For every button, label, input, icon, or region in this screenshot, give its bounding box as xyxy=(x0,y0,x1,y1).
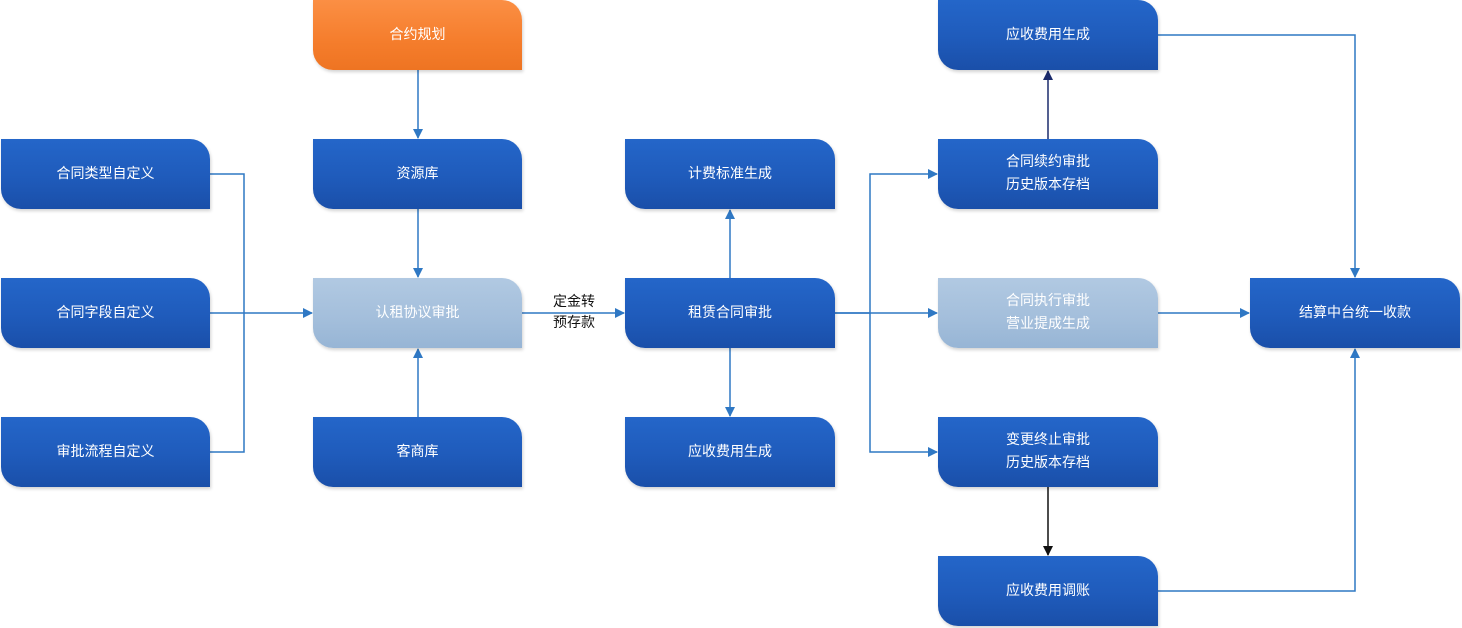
node-resource-library-label: 资源库 xyxy=(396,165,439,182)
edge-contract-type-to-subscription xyxy=(210,173,245,313)
node-receivable-top-label: 应收费用生成 xyxy=(1006,26,1090,43)
node-contract-planning-label: 合约规划 xyxy=(389,26,446,43)
edge-adjust-to-settlement xyxy=(1158,348,1360,592)
node-contract-planning: 合约规划 xyxy=(313,0,522,70)
node-receivable-mid-label: 应收费用生成 xyxy=(688,443,772,460)
edge-lease-to-renewal xyxy=(835,169,938,314)
edge-receivable-top-to-settlement xyxy=(1158,34,1360,278)
edge-label-deposit-transfer: 定金转 预存款 xyxy=(553,294,595,331)
node-contract-type-label: 合同类型自定义 xyxy=(56,165,155,182)
node-lease-approval-label: 租赁合同审批 xyxy=(688,304,772,321)
node-subscription-approval-label: 认租协议审批 xyxy=(375,304,460,321)
node-receivable-top: 应收费用生成 xyxy=(938,0,1158,70)
node-contract-field-label: 合同字段自定义 xyxy=(56,304,155,321)
node-settlement: 结算中台统一收款 xyxy=(1250,278,1460,348)
node-execution-approval: 合同执行审批 营业提成生成 xyxy=(938,278,1158,348)
node-subscription-approval: 认租协议审批 xyxy=(313,278,522,348)
node-change-termination-label: 变更终止审批 历史版本存档 xyxy=(1006,432,1090,471)
node-receivable-adjust-label: 应收费用调账 xyxy=(1006,582,1090,599)
node-receivable-mid: 应收费用生成 xyxy=(625,417,835,487)
node-renewal-approval-label: 合同续约审批 历史版本存档 xyxy=(1006,154,1090,193)
node-approval-flow: 审批流程自定义 xyxy=(1,417,210,487)
node-settlement-label: 结算中台统一收款 xyxy=(1299,304,1411,321)
node-change-termination: 变更终止审批 历史版本存档 xyxy=(938,417,1158,487)
node-resource-library: 资源库 xyxy=(313,139,522,209)
node-contract-field: 合同字段自定义 xyxy=(1,278,210,348)
node-renewal-approval: 合同续约审批 历史版本存档 xyxy=(938,139,1158,209)
node-execution-approval-label: 合同执行审批 营业提成生成 xyxy=(1006,293,1090,332)
node-lease-approval: 租赁合同审批 xyxy=(625,278,835,348)
node-customer-library-label: 客商库 xyxy=(396,443,439,460)
edge-approval-flow-to-subscription xyxy=(210,313,245,453)
node-billing-standard-label: 计费标准生成 xyxy=(688,165,772,182)
node-contract-type: 合同类型自定义 xyxy=(1,139,210,209)
node-customer-library: 客商库 xyxy=(313,417,522,487)
node-receivable-adjust: 应收费用调账 xyxy=(938,556,1158,626)
node-approval-flow-label: 审批流程自定义 xyxy=(56,443,155,460)
edge-lease-to-change xyxy=(869,313,938,457)
node-billing-standard: 计费标准生成 xyxy=(625,139,835,209)
